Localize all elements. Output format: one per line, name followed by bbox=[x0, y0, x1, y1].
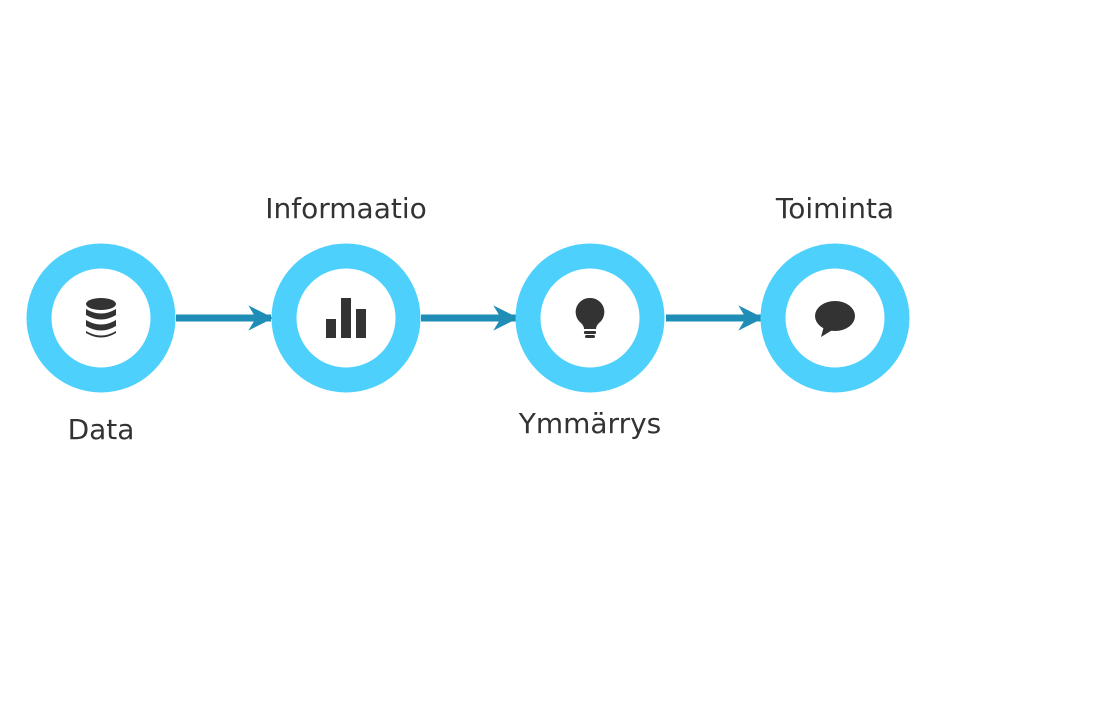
node-ymmarrys bbox=[515, 243, 665, 393]
node-label-ymmarrys: Ymmärrys bbox=[518, 407, 662, 440]
node-label-toiminta: Toiminta bbox=[775, 192, 895, 225]
bar-chart-icon bbox=[326, 298, 366, 338]
database-icon bbox=[86, 298, 116, 338]
speech-bubble-icon bbox=[815, 301, 855, 337]
node-toiminta bbox=[760, 243, 910, 393]
node-label-informaatio: Informaatio bbox=[265, 192, 427, 225]
lightbulb-icon bbox=[575, 297, 605, 338]
node-data bbox=[26, 243, 176, 393]
node-label-data: Data bbox=[67, 413, 135, 446]
node-informaatio bbox=[271, 243, 421, 393]
